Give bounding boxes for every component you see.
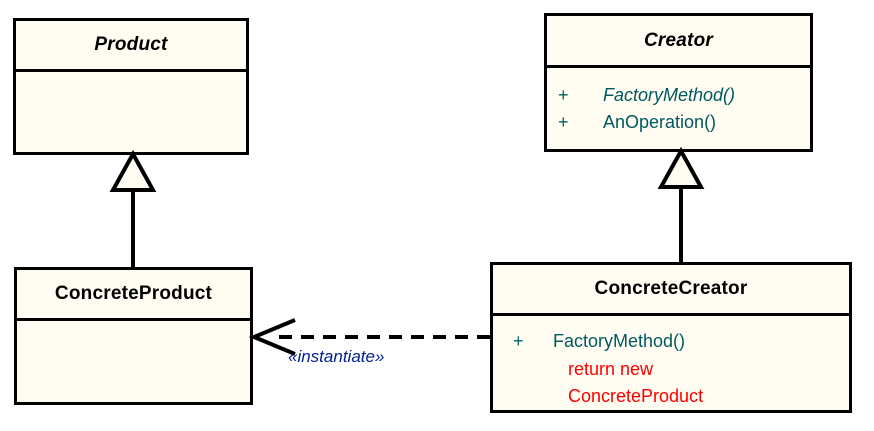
- generalization-product-arrowhead: [109, 149, 157, 192]
- member-name-anoperation: AnOperation(): [603, 112, 717, 132]
- generalization-product: [109, 149, 157, 268]
- class-header-concrete-creator: ConcreteCreator: [493, 265, 849, 316]
- member-visibility-factorymethod: +: [558, 85, 569, 105]
- relationship-label-instantiate: «instantiate»: [288, 347, 385, 366]
- member-name-factorymethod: FactoryMethod(): [603, 85, 736, 105]
- member-name-cc-factorymethod: FactoryMethod(): [553, 331, 686, 351]
- code-line-concrete-product: ConcreteProduct: [568, 386, 704, 406]
- class-members-product: [16, 72, 246, 152]
- class-box-concrete-product[interactable]: ConcreteProduct: [14, 267, 253, 405]
- class-box-product[interactable]: Product: [13, 18, 249, 155]
- class-header-product: Product: [16, 21, 246, 72]
- class-header-concrete-product: ConcreteProduct: [17, 270, 250, 321]
- code-line-return-new: return new: [568, 359, 654, 379]
- class-box-creator[interactable]: Creator + FactoryMethod() + AnOperation(…: [544, 13, 813, 152]
- class-name-concrete-creator: ConcreteCreator: [594, 278, 748, 299]
- member-visibility-anoperation: +: [558, 112, 569, 132]
- generalization-creator: [657, 146, 705, 263]
- class-header-creator: Creator: [547, 16, 810, 68]
- class-name-creator: Creator: [644, 29, 713, 51]
- class-members-creator: + FactoryMethod() + AnOperation(): [547, 68, 810, 149]
- member-visibility-cc-factorymethod: +: [513, 331, 524, 351]
- generalization-creator-arrowhead: [657, 146, 705, 189]
- class-members-concrete-product: [17, 321, 250, 402]
- class-name-product: Product: [94, 34, 168, 55]
- class-members-concrete-creator: + FactoryMethod() return new ConcretePro…: [493, 316, 849, 410]
- class-name-concrete-product: ConcreteProduct: [54, 283, 213, 304]
- class-box-concrete-creator[interactable]: ConcreteCreator + FactoryMethod() return…: [490, 262, 852, 413]
